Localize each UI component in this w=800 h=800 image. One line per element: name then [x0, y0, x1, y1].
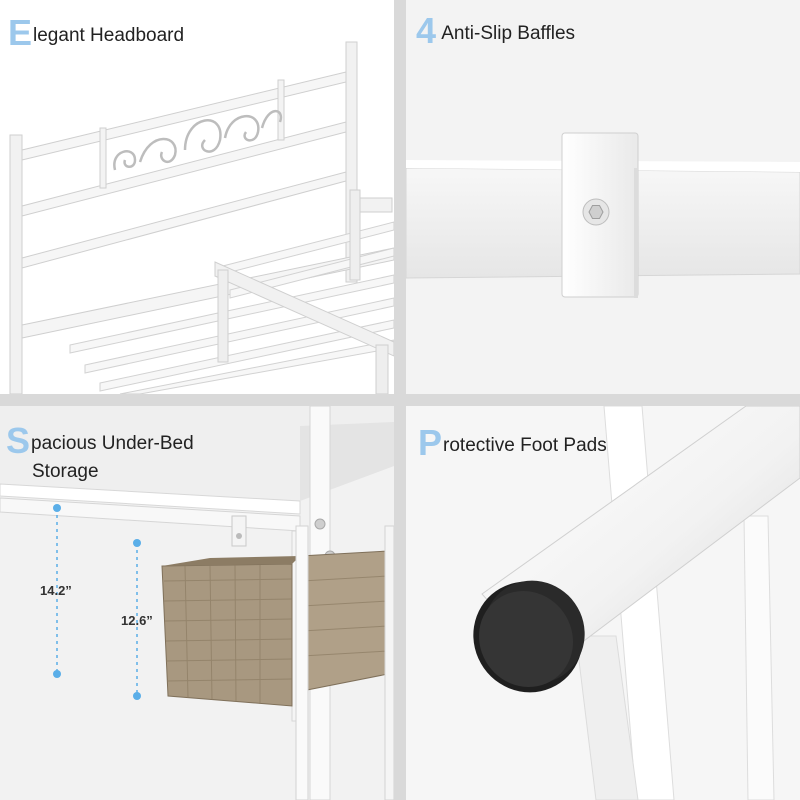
caption-anti-slip-baffles: 4 Anti-Slip Baffles [416, 13, 576, 49]
caption-elegant-headboard: Elegant Headboard [8, 15, 185, 51]
caption-initial: 4 [416, 10, 437, 51]
foot-pad-illustration [406, 406, 800, 800]
caption-text-line2: Storage [32, 461, 99, 482]
storage-illustration [0, 406, 394, 800]
panel-elegant-headboard: Elegant Headboard [0, 0, 394, 394]
panel-under-bed-storage: Spacious Under-Bed Storage [0, 406, 394, 800]
scroll-ornament [113, 109, 283, 171]
caption-text: pacious Under-Bed [31, 433, 194, 454]
caption-text: rotective Foot Pads [443, 435, 607, 456]
panel-protective-foot-pads: Protective Foot Pads [406, 406, 800, 800]
caption-initial: S [6, 420, 31, 461]
caption-under-bed-storage: Spacious Under-Bed Storage [6, 423, 256, 487]
caption-initial: E [8, 12, 33, 53]
caption-protective-foot-pads: Protective Foot Pads [418, 425, 607, 461]
dimension-lines [56, 508, 138, 696]
caption-text: Anti-Slip Baffles [437, 23, 576, 44]
headboard-illustration [0, 0, 394, 394]
baffle-illustration [406, 0, 800, 394]
caption-text: legant Headboard [33, 25, 185, 46]
caption-initial: P [418, 422, 443, 463]
dimension-label-14-2: 14.2” [40, 583, 72, 598]
dimension-label-12-6: 12.6” [121, 613, 153, 628]
wicker-basket [161, 550, 389, 707]
panel-anti-slip-baffles: 4 Anti-Slip Baffles [406, 0, 800, 394]
